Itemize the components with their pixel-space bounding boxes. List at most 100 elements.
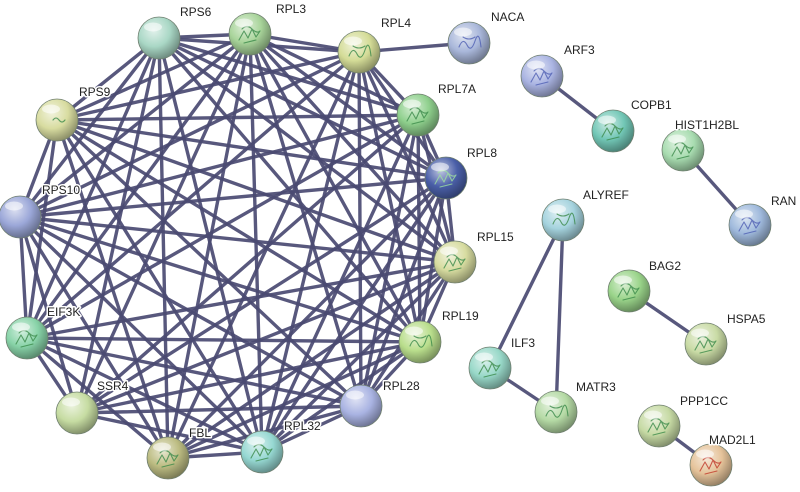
node-highlight <box>405 326 423 336</box>
node-label-rpl8: RPL8 <box>467 146 497 160</box>
node-highlight <box>644 410 662 420</box>
edge-layer <box>18 32 752 467</box>
edge-rpl3-rps10 <box>18 32 252 219</box>
node-mad2l1[interactable]: MAD2L1 <box>689 432 758 487</box>
edge-rpl3-rpl8 <box>248 32 448 180</box>
node-ssr4[interactable]: SSR4 <box>55 378 130 435</box>
node-highlight <box>403 99 421 109</box>
node-ball-rpl19[interactable] <box>398 320 442 364</box>
node-rpl15[interactable]: RPL15 <box>433 229 516 284</box>
edge-rpl19-fbl <box>166 340 422 460</box>
node-label-bag2: BAG2 <box>649 259 681 273</box>
node-rpl28[interactable]: RPL28 <box>339 378 422 428</box>
node-highlight <box>614 275 632 285</box>
node-ball-alyref[interactable] <box>541 198 585 242</box>
edge-rpl3-rps9 <box>55 32 252 122</box>
node-rpl32[interactable]: RPL32 <box>240 418 323 474</box>
node-rpl19[interactable]: RPL19 <box>398 308 481 364</box>
node-label-mad2l1: MAD2L1 <box>709 433 756 447</box>
node-label-rpl32: RPL32 <box>284 419 321 433</box>
node-label-ran: RAN <box>771 194 796 208</box>
node-ball-rps9[interactable] <box>35 98 79 142</box>
edge-alyref-matr3 <box>554 218 565 414</box>
edge-rps6-rpl15 <box>157 36 457 264</box>
node-eif3k[interactable]: EIF3K <box>5 304 82 360</box>
node-rpl4[interactable]: RPL4 <box>337 15 413 74</box>
edge-rpl4-eif3k <box>25 50 361 340</box>
node-label-rps9: RPS9 <box>79 85 111 99</box>
node-label-hist1h2bl: HIST1H2BL <box>675 118 739 132</box>
node-label-rpl3: RPL3 <box>276 2 306 16</box>
edge-rpl28-rps9 <box>55 118 363 408</box>
node-highlight <box>346 390 364 400</box>
node-naca[interactable]: NACA <box>447 9 526 65</box>
node-ball-rpl28[interactable] <box>339 384 383 428</box>
protein-structure-icon <box>545 404 569 418</box>
edge-rpl15-eif3k <box>25 260 457 340</box>
node-hspa5[interactable]: HSPA5 <box>684 311 767 366</box>
node-rpl3[interactable]: RPL3 <box>228 1 308 56</box>
edge-rpl32-rps10 <box>18 215 264 454</box>
node-ppp1cc[interactable]: PPP1CC <box>637 393 730 448</box>
node-label-rpl28: RPL28 <box>383 379 420 393</box>
node-ball-ssr4[interactable] <box>55 391 99 435</box>
edge-fbl-eif3k <box>25 336 170 460</box>
node-matr3[interactable]: MATR3 <box>534 379 618 434</box>
edge-eif3k-rps9 <box>25 118 59 340</box>
node-label-ssr4: SSR4 <box>97 379 129 393</box>
node-ilf3[interactable]: ILF3 <box>468 335 537 390</box>
edge-rpl15-ssr4 <box>75 260 457 415</box>
node-label-eif3k: EIF3K <box>47 305 80 319</box>
edge-alyref-ilf3 <box>488 218 565 370</box>
node-label-ppp1cc: PPP1CC <box>680 394 728 408</box>
node-rpl8[interactable]: RPL8 <box>424 145 499 200</box>
edge-rpl15-rpl32 <box>260 260 457 454</box>
node-highlight <box>144 22 162 32</box>
node-ball-rps10[interactable] <box>0 195 42 239</box>
node-bag2[interactable]: BAG2 <box>607 258 683 313</box>
node-copb1[interactable]: COPB1 <box>591 97 674 153</box>
node-highlight <box>42 104 60 114</box>
node-rps9[interactable]: RPS9 <box>35 84 112 142</box>
edge-rpl4-rps9 <box>55 50 361 122</box>
node-highlight <box>440 246 458 256</box>
edge-rpl8-fbl <box>166 176 448 460</box>
node-alyref[interactable]: ALYREF <box>541 187 630 242</box>
protein-structure-icon <box>458 35 482 49</box>
protein-structure-icon <box>409 334 433 348</box>
node-highlight <box>475 352 493 362</box>
edge-rpl19-rps9 <box>55 118 422 344</box>
edge-rpl19-rpl32 <box>260 340 422 454</box>
node-highlight <box>541 396 559 406</box>
node-hist1h2bl[interactable]: HIST1H2BL <box>661 117 741 172</box>
node-label-alyref: ALYREF <box>583 188 629 202</box>
node-ran[interactable]: RAN <box>728 193 798 247</box>
node-fbl[interactable]: FBL <box>146 425 213 480</box>
node-arf3[interactable]: ARF3 <box>520 42 597 98</box>
node-rps6[interactable]: RPS6 <box>137 4 213 60</box>
edge-rpl3-rpl15 <box>248 32 457 264</box>
node-label-hspa5: HSPA5 <box>727 312 766 326</box>
node-label-rpl19: RPL19 <box>442 309 479 323</box>
edge-rpl7a-eif3k <box>25 113 420 340</box>
node-rps10[interactable]: RPS10 <box>0 182 82 239</box>
node-label-rps6: RPS6 <box>180 5 212 19</box>
edge-rpl7a-rps10 <box>18 113 420 219</box>
node-ball-rpl4[interactable] <box>337 30 381 74</box>
node-highlight <box>344 36 362 46</box>
node-ball-matr3[interactable] <box>534 390 578 434</box>
node-highlight <box>62 397 80 407</box>
node-rpl7a[interactable]: RPL7A <box>396 81 478 137</box>
edge-rps6-fbl <box>157 36 170 460</box>
node-ball-naca[interactable] <box>447 21 491 65</box>
edge-fbl-rps10 <box>18 215 170 460</box>
protein-structure-icon <box>348 44 372 58</box>
node-label-ilf3: ILF3 <box>511 336 535 350</box>
node-highlight <box>5 201 23 211</box>
edge-rpl28-rps10 <box>18 215 363 408</box>
protein-structure-icon <box>52 117 66 123</box>
node-highlight <box>696 449 714 459</box>
node-ball-rps6[interactable] <box>137 16 181 60</box>
node-highlight <box>12 322 30 332</box>
node-highlight <box>431 162 449 172</box>
